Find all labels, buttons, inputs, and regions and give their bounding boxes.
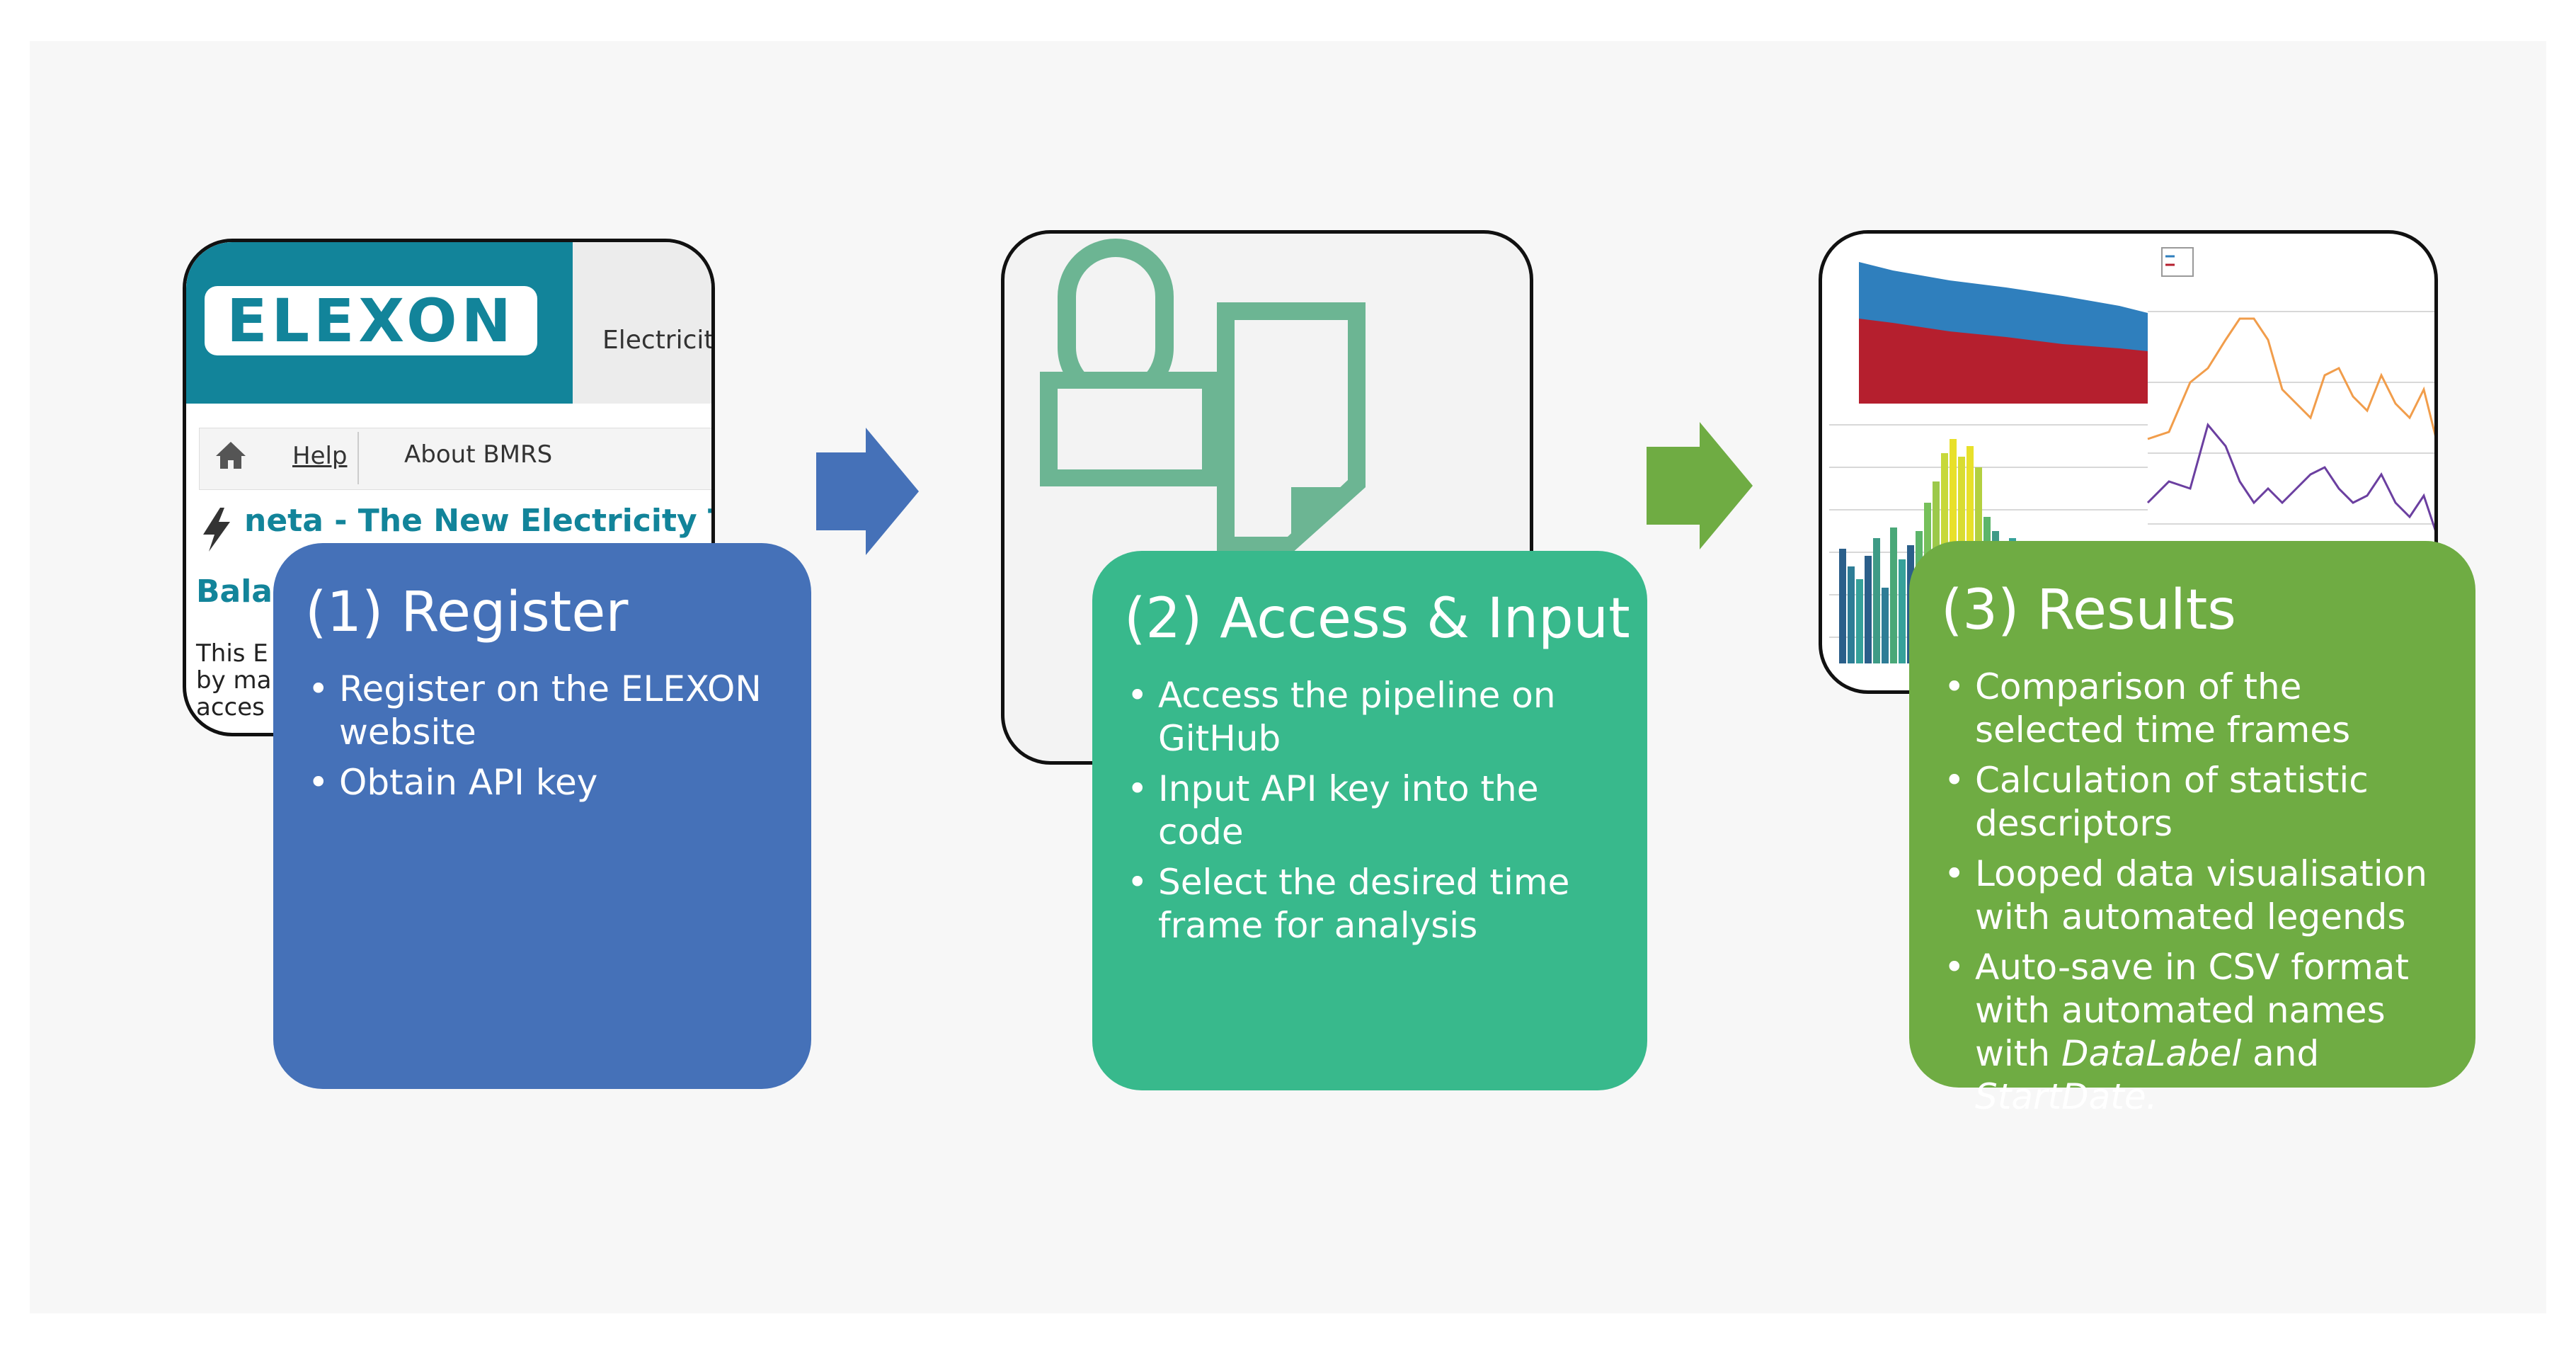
header-text: Electricity (602, 326, 714, 355)
body-line: acces (196, 693, 265, 722)
elexon-logo-band: ELEXON (186, 242, 573, 404)
step-title: (3) Results (1941, 578, 2236, 642)
neta-title: neta - The New Electricity Tra (244, 503, 715, 539)
help-link[interactable]: Help (292, 442, 348, 470)
right-arrow-icon (1647, 422, 1753, 549)
breadcrumb-separator (357, 432, 359, 484)
step-title: (2) Access & Input (1124, 587, 1630, 651)
bullet-text: and (2241, 1033, 2320, 1074)
bullet-item: Access the pipeline on GitHub (1127, 674, 1619, 760)
step-results-box: (3) Results Comparison of the selected t… (1909, 541, 2475, 1117)
legend-box (2161, 247, 2194, 277)
step-register-box: (1) Register Register on the ELEXON webs… (273, 543, 811, 1089)
step-title: (1) Register (305, 581, 629, 644)
breadcrumb-bar (199, 428, 711, 490)
body-line: This E (196, 639, 268, 668)
bullet-text: Auto-save in CSV format with automated n… (1975, 947, 2410, 1074)
bullet-item: Select the desired time frame for analys… (1127, 861, 1619, 947)
elexon-logo-text: ELEXON (227, 286, 515, 355)
bullet-item: Looped data visualisation with automated… (1944, 852, 2447, 939)
bullet-item: Auto-save in CSV format with automated n… (1944, 946, 2447, 1119)
step-bullet-list: Register on the ELEXON website Obtain AP… (305, 668, 783, 804)
bullet-item: Comparison of the selected time frames (1944, 666, 2447, 752)
bullet-item: Register on the ELEXON website (308, 668, 783, 754)
elexon-website-screenshot: ELEXON Electricity Help About BMRS neta … (183, 239, 715, 736)
step-access-input-box: (2) Access & Input Access the pipeline o… (1092, 551, 1647, 1090)
body-text: This E by ma acces (196, 640, 271, 721)
about-bmrs-link[interactable]: About BMRS (404, 440, 553, 469)
line-chart (2146, 317, 2434, 531)
lock-document-illustration (1040, 239, 1366, 554)
body-line: by ma (196, 666, 272, 695)
right-arrow-icon (816, 428, 919, 555)
bullet-item: Obtain API key (308, 761, 783, 804)
bullet-item: Calculation of statistic descriptors (1944, 759, 2447, 845)
step-bullet-list: Access the pipeline on GitHub Input API … (1124, 674, 1619, 947)
section-heading: Bala (196, 574, 273, 610)
datalabel-text: DataLabel (2061, 1033, 2242, 1074)
home-icon[interactable] (214, 439, 247, 472)
step-bullet-list: Comparison of the selected time frames C… (1941, 666, 2447, 1119)
elexon-logo: ELEXON (205, 286, 537, 355)
document-icon (1217, 302, 1366, 554)
lock-icon (1040, 239, 1220, 486)
startdate-text: StartDate. (1975, 1076, 2158, 1117)
stacked-area-chart (1836, 234, 2148, 404)
lightning-icon (203, 508, 230, 552)
bullet-item: Input API key into the code (1127, 768, 1619, 854)
